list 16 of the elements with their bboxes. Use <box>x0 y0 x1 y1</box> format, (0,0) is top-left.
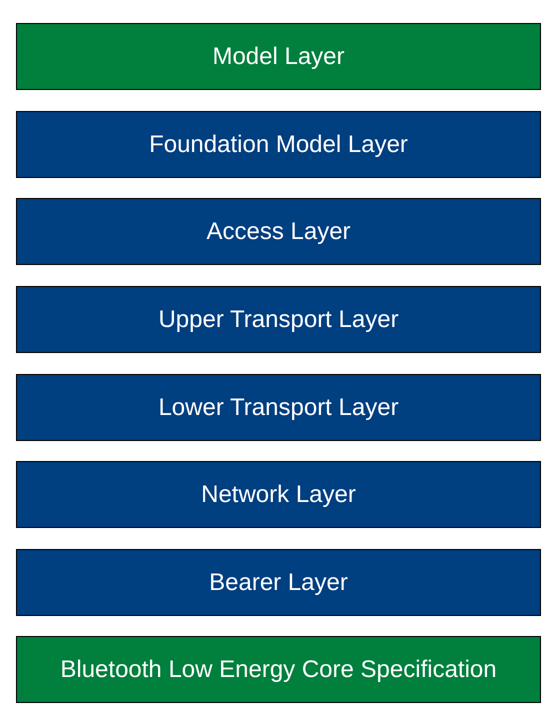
layer-label: Upper Transport Layer <box>158 306 399 334</box>
layer-box <box>16 549 541 616</box>
layer-box <box>16 111 541 178</box>
layer-box <box>16 286 541 353</box>
layer-box <box>16 23 541 90</box>
layer-label: Access Layer <box>206 218 351 246</box>
layer-box <box>16 198 541 265</box>
layer-label: Foundation Model Layer <box>149 130 408 158</box>
layer-box <box>16 636 541 703</box>
layer-label: Model Layer <box>212 42 345 70</box>
layer-label: Bearer Layer <box>209 568 348 596</box>
layer-label: Network Layer <box>201 480 356 508</box>
layer-label: Lower Transport Layer <box>158 394 399 422</box>
layer-label: Bluetooth Low Energy Core Specification <box>60 656 497 684</box>
layer-box <box>16 374 541 441</box>
layer-box <box>16 461 541 528</box>
